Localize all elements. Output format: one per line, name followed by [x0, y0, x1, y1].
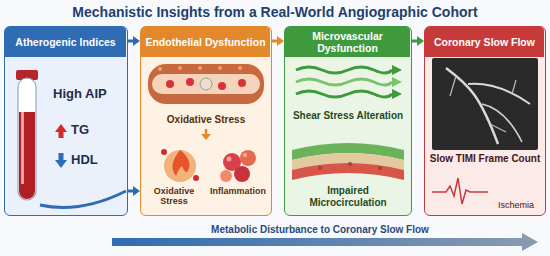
blood-tube-part — [21, 84, 24, 184]
panel-heading: Microvascular Dysfunction — [285, 27, 410, 57]
inflammation-icon-part — [243, 153, 247, 157]
angiogram-image-part — [432, 58, 538, 150]
arrow-head — [133, 36, 140, 46]
blood-tube-part — [18, 78, 36, 200]
mechanism-label: Oxidative Stress — [143, 186, 205, 207]
microvessel-layers-part — [378, 166, 382, 170]
microvessel-layers-part — [348, 162, 352, 166]
vessel-illustration-part — [200, 78, 212, 90]
flow-connector — [128, 36, 140, 46]
oxidative-icon-part — [161, 149, 167, 155]
mechanism-label: Shear Stress Alteration — [289, 110, 407, 122]
vessel-illustration-part — [158, 67, 162, 71]
metric-label: High AIP — [53, 87, 125, 102]
down-arrow-part — [205, 129, 208, 134]
panel-heading: Coronary Slow Flow — [425, 27, 544, 57]
microvessel-layers-part — [318, 166, 322, 170]
panel-heading: Endothelial Dysfunction — [141, 27, 270, 57]
inflammation-icon-part — [234, 166, 250, 182]
diagram-title: Mechanistic Insights from a Real-World A… — [0, 4, 550, 20]
oxidative-icon-part — [164, 150, 196, 182]
oxidative-icon-part — [193, 175, 199, 181]
vessel-illustration-part — [148, 64, 264, 104]
vessel-illustration-part — [218, 82, 226, 90]
vessel-illustration-part — [186, 78, 194, 86]
flow-label: Metabolic Disturbance to Coronary Slow F… — [207, 224, 433, 235]
flow-connector — [412, 36, 424, 46]
flow-connector — [128, 186, 140, 196]
caption-holder: Metabolic Disturbance to Coronary Slow F… — [130, 219, 510, 237]
outcome-label: Slow TIMI Frame Count — [429, 153, 541, 165]
arrow-head — [417, 36, 424, 46]
mechanism-label: Inflammation — [207, 186, 269, 196]
vessel-illustration-part — [218, 66, 222, 70]
outcome-label: Ischemia — [489, 200, 543, 210]
vessel-illustration — [148, 64, 264, 104]
progress-band-part — [112, 233, 538, 251]
vessel-illustration-part — [238, 79, 246, 87]
angiogram-image — [432, 58, 538, 150]
panel-heading: Atherogenic Indices — [5, 27, 126, 57]
vessel-illustration-part — [238, 66, 242, 70]
vessel-illustration-part — [166, 80, 174, 88]
arrow-head — [133, 186, 140, 196]
inflammation-icon-part — [220, 170, 232, 182]
mechanism-label: Impaired Microcirculation — [289, 185, 407, 208]
vessel-illustration-part — [152, 74, 260, 94]
vessel-illustration-part — [178, 66, 182, 70]
metric-label: HDL — [71, 153, 123, 168]
flow-connector — [272, 36, 284, 46]
angiogram-image-part — [482, 104, 522, 142]
angiogram-image-part — [450, 76, 516, 132]
mechanism-label: Oxidative Stress — [146, 114, 266, 126]
blood-tube — [16, 70, 38, 200]
metric-label: TG — [71, 123, 121, 138]
vessel-illustration-part — [198, 66, 202, 70]
arrow-head — [277, 36, 284, 46]
angiogram-image-part — [468, 84, 530, 104]
stage-panel: Endothelial DysfunctionOxidative StressO… — [140, 26, 272, 216]
oxidative-icon-part — [173, 150, 190, 176]
inflammation-icon-part — [227, 157, 232, 162]
inflammation-icon-part — [240, 150, 256, 166]
progress-band — [112, 233, 538, 251]
stage-panel: Microvascular DysfunctionShear Stress Al… — [284, 26, 412, 216]
